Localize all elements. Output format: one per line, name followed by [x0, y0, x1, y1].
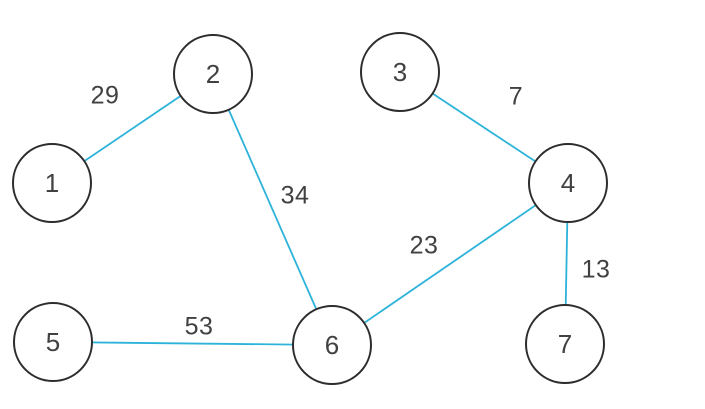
node-label-2: 2 — [205, 59, 221, 89]
node-label-7: 7 — [557, 329, 573, 359]
edge-weight-label-1-2: 29 — [90, 81, 120, 110]
node-4: 4 — [528, 143, 608, 223]
node-label-3: 3 — [392, 57, 408, 87]
node-label-6: 6 — [324, 330, 340, 360]
edge-4-6 — [331, 182, 569, 346]
edge-weight-label-4-7: 13 — [581, 255, 611, 284]
node-6: 6 — [292, 305, 372, 385]
node-5: 5 — [13, 302, 93, 382]
node-label-5: 5 — [45, 327, 61, 357]
node-label-1: 1 — [44, 168, 60, 198]
node-2: 2 — [173, 34, 253, 114]
edge-weight-label-2-6: 34 — [280, 181, 310, 210]
edge-5-6 — [52, 341, 333, 346]
edge-weight-label-3-4: 7 — [508, 82, 524, 111]
node-7: 7 — [525, 304, 605, 384]
node-3: 3 — [360, 32, 440, 112]
node-1: 1 — [12, 143, 92, 223]
edge-weight-label-5-6: 53 — [184, 312, 214, 341]
node-label-4: 4 — [560, 168, 576, 198]
edge-weight-label-4-6: 23 — [409, 231, 439, 260]
edge-2-6 — [212, 73, 333, 346]
